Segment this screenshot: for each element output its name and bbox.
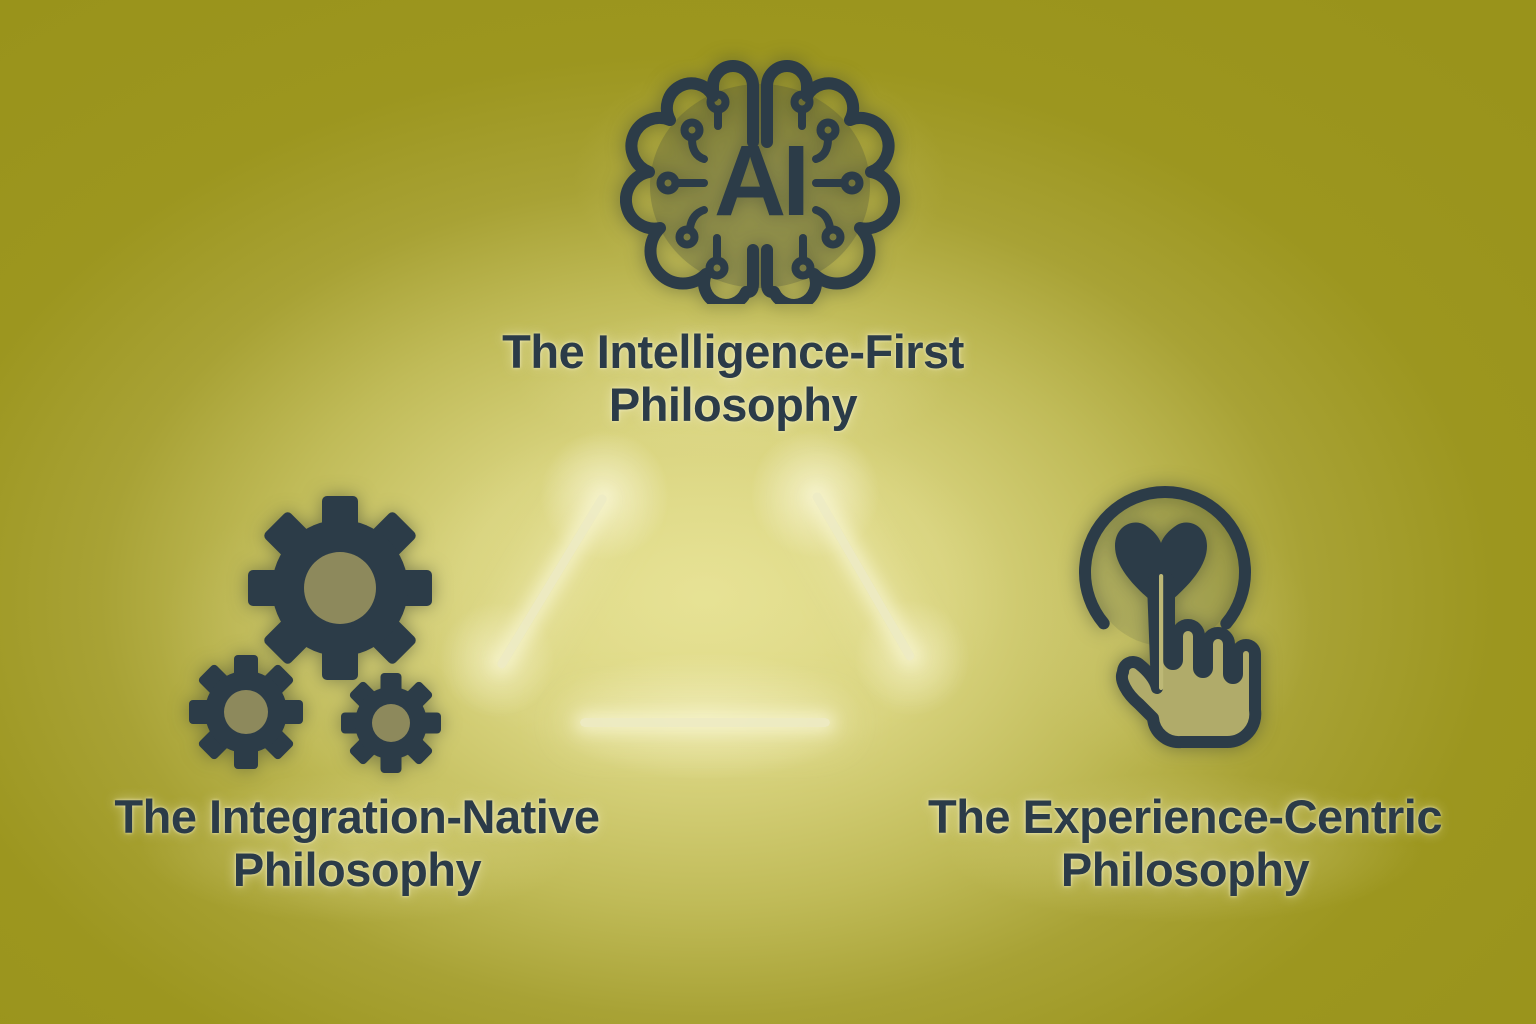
label-line-1: The Experience-Centric (927, 790, 1443, 843)
gear-large-hole (304, 552, 376, 624)
label-integration-native: The Integration-Native Philosophy (57, 790, 657, 896)
gear-large (248, 496, 432, 680)
label-experience-centric: The Experience-Centric Philosophy (885, 790, 1485, 896)
ai-label: AI (714, 125, 806, 237)
pointing-hand (1116, 570, 1262, 749)
label-line-2: Philosophy (1060, 843, 1310, 896)
brain-right-hemisphere (761, 60, 900, 304)
connector-line-right (811, 490, 916, 663)
gear-small (341, 673, 441, 773)
touch-heart-icon (1079, 486, 1262, 749)
gear-small-hole (372, 704, 410, 742)
gear-medium (189, 655, 303, 769)
circuit-nodes-right (790, 90, 864, 280)
brain-inner-tint (650, 84, 870, 288)
heart-icon (1115, 522, 1207, 609)
connector-line-bottom (580, 718, 830, 727)
label-line-2: Philosophy (608, 378, 858, 431)
connector-line-left (495, 492, 609, 671)
brain-left-hemisphere (620, 60, 759, 304)
glow-bottom-line (495, 631, 915, 801)
gear-medium-hole (224, 690, 268, 734)
label-intelligence-first: The Intelligence-First Philosophy (433, 325, 1033, 431)
finger-inner-line (1159, 574, 1164, 690)
label-line-1: The Integration-Native (114, 790, 600, 843)
button-circle (1079, 486, 1251, 630)
gears-icon (189, 496, 441, 773)
circuit-nodes-left (656, 90, 730, 280)
ai-brain-icon: AI (620, 60, 900, 304)
label-line-2: Philosophy (232, 843, 482, 896)
label-line-1: The Intelligence-First (502, 325, 964, 378)
